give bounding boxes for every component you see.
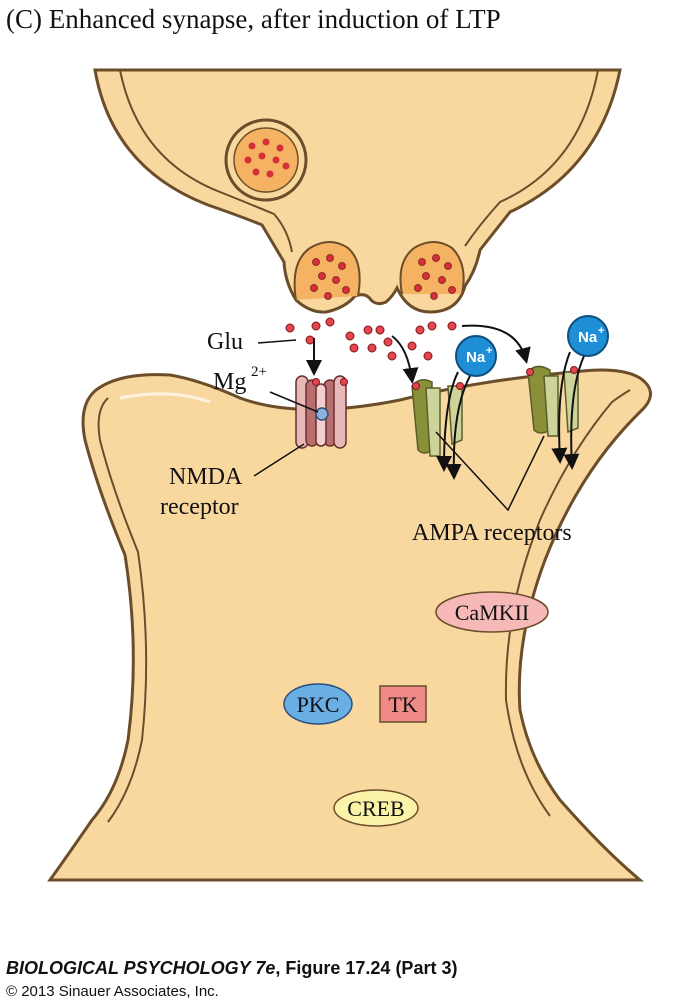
camkii-label: CaMKII bbox=[455, 600, 530, 625]
figure-caption-title: BIOLOGICAL PSYCHOLOGY 7e, Figure 17.24 (… bbox=[6, 958, 457, 979]
nmda-label-line1: NMDA bbox=[169, 464, 243, 490]
ampa-pointer-lines bbox=[435, 431, 545, 512]
panel-title: (C) Enhanced synapse, after induction of… bbox=[6, 4, 501, 34]
nmda-label-line2: receptor bbox=[160, 494, 239, 520]
glu-label: Glu bbox=[207, 329, 243, 355]
fusing-vesicle-right bbox=[399, 241, 465, 295]
presynaptic-inner-membrane bbox=[119, 69, 599, 253]
creb-label: CREB bbox=[347, 796, 404, 821]
postsynaptic-inner-membrane bbox=[97, 389, 631, 823]
copyright-notice: © 2013 Sinauer Associates, Inc. bbox=[6, 983, 219, 1000]
book-title: BIOLOGICAL PSYCHOLOGY 7e bbox=[6, 958, 276, 978]
mg-charge-label: 2+ bbox=[251, 364, 267, 380]
ampa-receptor-right bbox=[527, 365, 579, 437]
ampa-label: AMPA receptors bbox=[412, 520, 572, 546]
postsynaptic-highlight bbox=[119, 392, 211, 404]
sodium-ion-right bbox=[567, 315, 609, 357]
na-flow-arrow-left-b bbox=[445, 375, 471, 480]
svg-text:+: + bbox=[598, 325, 604, 337]
glu-arrow-ampa-right bbox=[461, 324, 531, 364]
cleft-glutamate bbox=[285, 317, 457, 361]
svg-text:+: + bbox=[486, 345, 492, 357]
creb-badge bbox=[333, 789, 419, 827]
presynaptic-terminal bbox=[93, 68, 622, 314]
fusing-vesicle-left bbox=[293, 241, 361, 301]
nmda-pointer-line bbox=[253, 443, 305, 477]
na-flow-arrow-left-a bbox=[436, 371, 459, 472]
mg-label: Mg bbox=[213, 369, 246, 395]
pkc-label: PKC bbox=[297, 692, 340, 717]
camkii-badge bbox=[435, 591, 549, 633]
tk-badge bbox=[379, 685, 427, 723]
pkc-badge bbox=[283, 683, 353, 725]
synaptic-vesicle-core bbox=[233, 127, 299, 193]
tk-label: TK bbox=[388, 692, 417, 717]
na-flow-arrow-right-b bbox=[563, 355, 585, 470]
figure-reference: , Figure 17.24 (Part 3) bbox=[275, 958, 458, 978]
svg-text:Na: Na bbox=[466, 349, 486, 366]
ampa-receptor-left bbox=[411, 379, 463, 457]
mg-ion bbox=[315, 407, 329, 421]
glu-arrow-ampa-left bbox=[391, 335, 419, 384]
mg-pointer-line bbox=[269, 391, 319, 413]
na-flow-arrow-right-a bbox=[551, 351, 571, 464]
glu-pointer-line bbox=[257, 339, 297, 344]
svg-text:Na: Na bbox=[578, 329, 598, 346]
nmda-receptor bbox=[295, 375, 347, 449]
released-glutamate-cluster bbox=[310, 254, 456, 300]
vesicle-glutamate-cluster bbox=[244, 138, 290, 178]
sodium-ion-left bbox=[455, 335, 497, 377]
